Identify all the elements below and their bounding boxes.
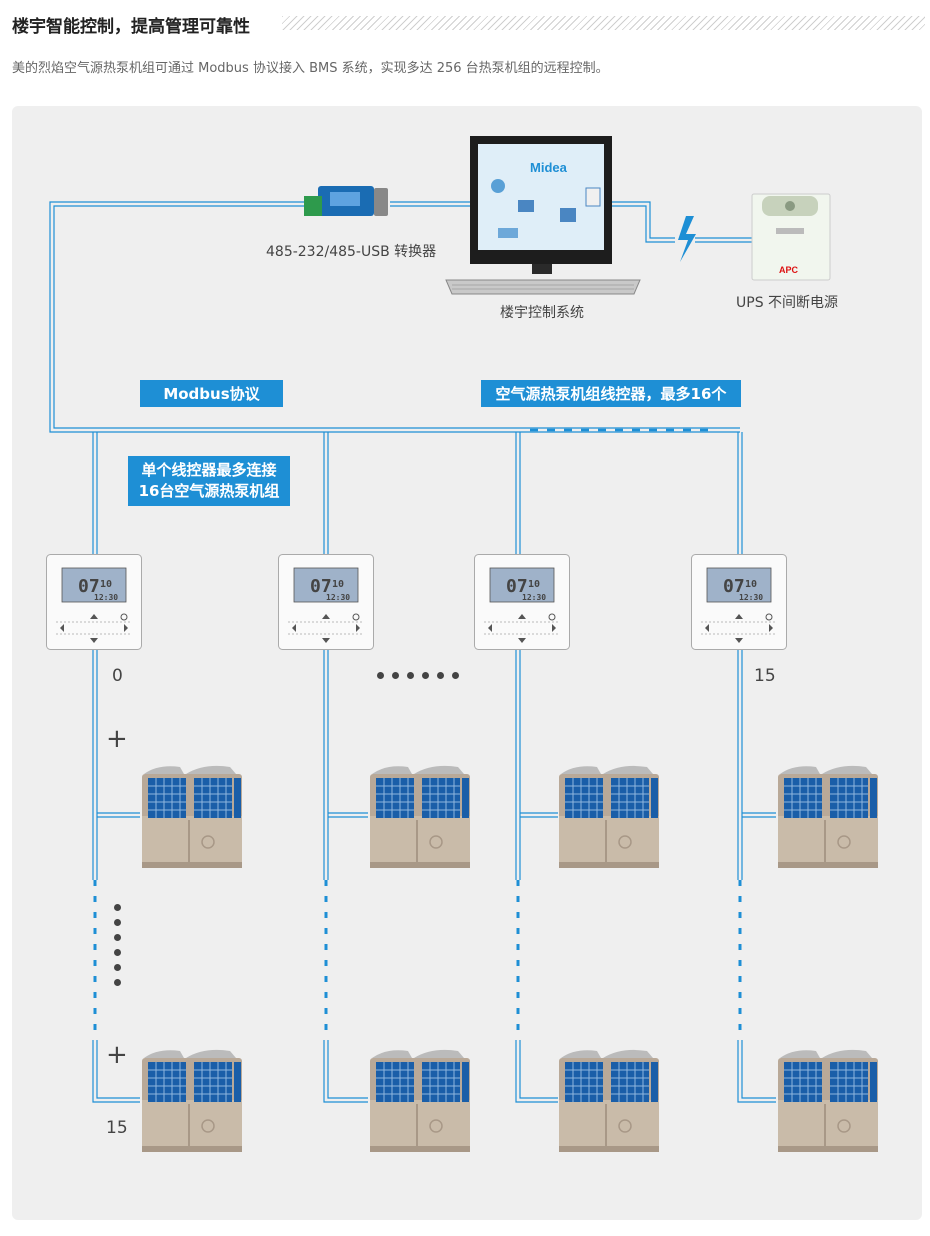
- ellipsis-dot: [377, 672, 384, 679]
- svg-text:Midea: Midea: [530, 160, 568, 175]
- heat-pump-unit: [558, 764, 660, 869]
- ellipsis-dot: [114, 904, 121, 911]
- converter-label: 485-232/485-USB 转换器: [266, 244, 437, 260]
- wire-controller-2: [474, 554, 570, 650]
- computer-monitor: Midea: [445, 136, 641, 295]
- per-controller-line1: 单个线控器最多连接: [141, 461, 277, 479]
- heat-pump-unit: [777, 764, 879, 869]
- ellipsis-dot: [114, 964, 121, 971]
- wire-controllers: [46, 554, 787, 650]
- modbus-tag: Modbus协议: [140, 380, 283, 407]
- unit-index-last: 15: [106, 1118, 128, 1138]
- wire-controller-15: [691, 554, 787, 650]
- converter-device: [304, 186, 388, 216]
- title-divider: [282, 16, 925, 30]
- ellipsis-dot: [452, 672, 459, 679]
- plus-sign: +: [106, 1040, 128, 1070]
- ellipsis-dot: [114, 979, 121, 986]
- page-title: 楼宇智能控制，提高管理可靠性: [12, 17, 250, 37]
- ellipsis-dot: [422, 672, 429, 679]
- page-subtitle: 美的烈焰空气源热泵机组可通过 Modbus 协议接入 BMS 系统，实现多达 2…: [12, 61, 609, 76]
- wire-controller-1: [278, 554, 374, 650]
- controller-index-last: 15: [754, 666, 776, 686]
- heat-pump-unit: [369, 1048, 471, 1153]
- ellipsis-dot: [392, 672, 399, 679]
- ellipsis-dot: [114, 949, 121, 956]
- ellipsis-dot: [114, 919, 121, 926]
- heat-pump-unit: [777, 1048, 879, 1153]
- controller-index-first: 0: [112, 666, 123, 686]
- ups-label: UPS 不间断电源: [736, 295, 839, 311]
- wireless-bolt-icon: [678, 216, 696, 262]
- svg-text:APC: APC: [779, 265, 799, 275]
- heat-pump-unit: [558, 1048, 660, 1153]
- heat-pump-unit: [369, 764, 471, 869]
- per-controller-tag: 单个线控器最多连接 16台空气源热泵机组: [128, 456, 290, 506]
- heat-pump-units: [141, 764, 879, 1153]
- ellipsis-dot: [407, 672, 414, 679]
- per-controller-line2: 16台空气源热泵机组: [138, 482, 280, 500]
- heat-pump-unit: [141, 1048, 243, 1153]
- ups-device: APC: [751, 193, 831, 281]
- controllers-tag: 空气源热泵机组线控器，最多16个: [481, 380, 741, 407]
- computer-label: 楼宇控制系统: [500, 305, 584, 321]
- heat-pump-unit: [141, 764, 243, 869]
- ellipsis-dot: [437, 672, 444, 679]
- plus-sign: +: [106, 724, 128, 754]
- wire-controller-0: [46, 554, 142, 650]
- ellipsis-dot: [114, 934, 121, 941]
